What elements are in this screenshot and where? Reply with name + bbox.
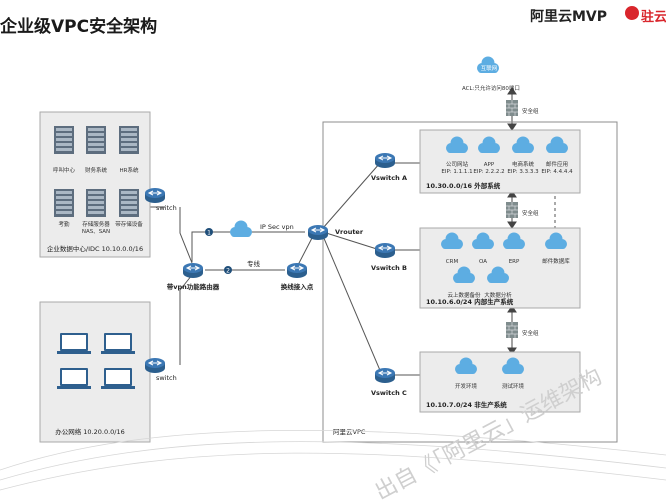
server-icon — [86, 126, 106, 154]
service-eip: EIP: 1.1.1.1 — [441, 169, 472, 175]
service-label: 邮件数据库 — [542, 257, 570, 265]
badge-1-label: 1 — [207, 230, 211, 237]
sg-internet-label: 安全组 — [522, 107, 539, 115]
laptop-icon — [101, 368, 135, 389]
subnet-b-label: 10.10.6.0/24 内部生产系统 — [426, 297, 514, 306]
aliyun-vpc-region — [322, 121, 618, 443]
vpn-cloud-icon — [230, 220, 252, 237]
vswitch-icon — [374, 152, 396, 169]
brand-logo-icon — [625, 6, 639, 20]
server-icon — [54, 189, 74, 217]
vswitch-icon — [374, 242, 396, 259]
service-label: 云上数据备份 — [447, 291, 481, 299]
service-label: 电商系统 — [512, 160, 535, 168]
ipsec-label: IP Sec vpn — [260, 223, 294, 231]
vpn-router-icon — [182, 262, 204, 279]
server-label: 财务系统 — [85, 166, 108, 174]
service-eip: EIP: 2.2.2.2 — [473, 169, 504, 175]
service-label: 测试环境 — [502, 382, 525, 390]
firewall-icon — [505, 321, 519, 339]
subnet-c-region — [419, 351, 581, 413]
access-point-label: 换线接入点 — [281, 282, 314, 291]
vrouter-icon — [307, 224, 329, 241]
vswitch-icon — [374, 367, 396, 384]
sg-ab-label: 安全组 — [522, 209, 539, 217]
page-title: 企业级VPC安全架构 — [0, 17, 158, 37]
badge-1 — [205, 228, 213, 236]
switch-icon — [144, 357, 166, 374]
brand-name: 阿里云MVP — [530, 9, 608, 25]
internet-label: 互联网 — [481, 64, 498, 72]
laptop-icon — [57, 368, 91, 389]
service-label: OA — [479, 259, 487, 265]
laptop-icon — [101, 333, 135, 354]
office-region — [39, 301, 151, 443]
server-icon — [86, 189, 106, 217]
firewall-icon — [505, 99, 519, 117]
service-label: ERP — [509, 259, 520, 265]
server-icon — [119, 126, 139, 154]
badge-2-label: 2 — [226, 268, 230, 275]
service-label: 邮件应用 — [546, 160, 568, 168]
office-label: 办公网络 10.20.0.0/16 — [55, 427, 125, 436]
laptop-icon — [57, 333, 91, 354]
server-icon — [119, 189, 139, 217]
service-label: APP — [484, 162, 495, 168]
service-label: 公司网站 — [446, 160, 469, 168]
storage-sublabel: NAS、SAN — [82, 229, 110, 235]
vswitch-c-label: Vswitch C — [371, 389, 407, 397]
switch-icon — [144, 187, 166, 204]
service-label: CRM — [446, 259, 459, 265]
subnet-c-label: 10.10.7.0/24 非生产系统 — [426, 400, 507, 409]
service-eip: EIP: 3.3.3.3 — [507, 169, 539, 175]
server-label: 带存储设备 — [115, 220, 143, 228]
line-label: 专线 — [247, 259, 261, 268]
sg-bc-label: 安全组 — [522, 329, 539, 337]
server-icon — [54, 126, 74, 154]
brand-partner: 驻云 — [641, 10, 666, 25]
service-eip: EIP: 4.4.4.4 — [541, 169, 573, 175]
server-label: HR系统 — [120, 166, 139, 174]
decorative-waves — [0, 429, 666, 491]
server-label: 存储服务器 — [82, 220, 110, 228]
firewall-icon — [505, 201, 519, 219]
vswitch-b-label: Vswitch B — [371, 264, 407, 272]
badge-2 — [224, 266, 232, 274]
server-label: 考勤 — [58, 220, 70, 228]
subnet-a-label: 10.30.0.0/16 外部系统 — [426, 181, 501, 190]
datacenter-label: 企业数据中心/IDC 10.10.0.0/16 — [47, 244, 143, 253]
switch-label: switch — [156, 374, 177, 382]
internet-acl: ACL:只允许访问80端口 — [462, 84, 520, 92]
vpn-router-label: 带vpn功能路由器 — [167, 282, 220, 291]
aliyun-vpc-label: 阿里云VPC — [333, 427, 366, 436]
server-label: 呼叫中心 — [53, 166, 76, 174]
access-point-icon — [286, 262, 308, 279]
switch-label: switch — [156, 204, 177, 212]
service-label: 大数据分析 — [484, 291, 512, 299]
service-label: 开发环境 — [455, 382, 478, 390]
vrouter-label: Vrouter — [335, 228, 364, 236]
vswitch-a-label: Vswitch A — [371, 174, 407, 182]
